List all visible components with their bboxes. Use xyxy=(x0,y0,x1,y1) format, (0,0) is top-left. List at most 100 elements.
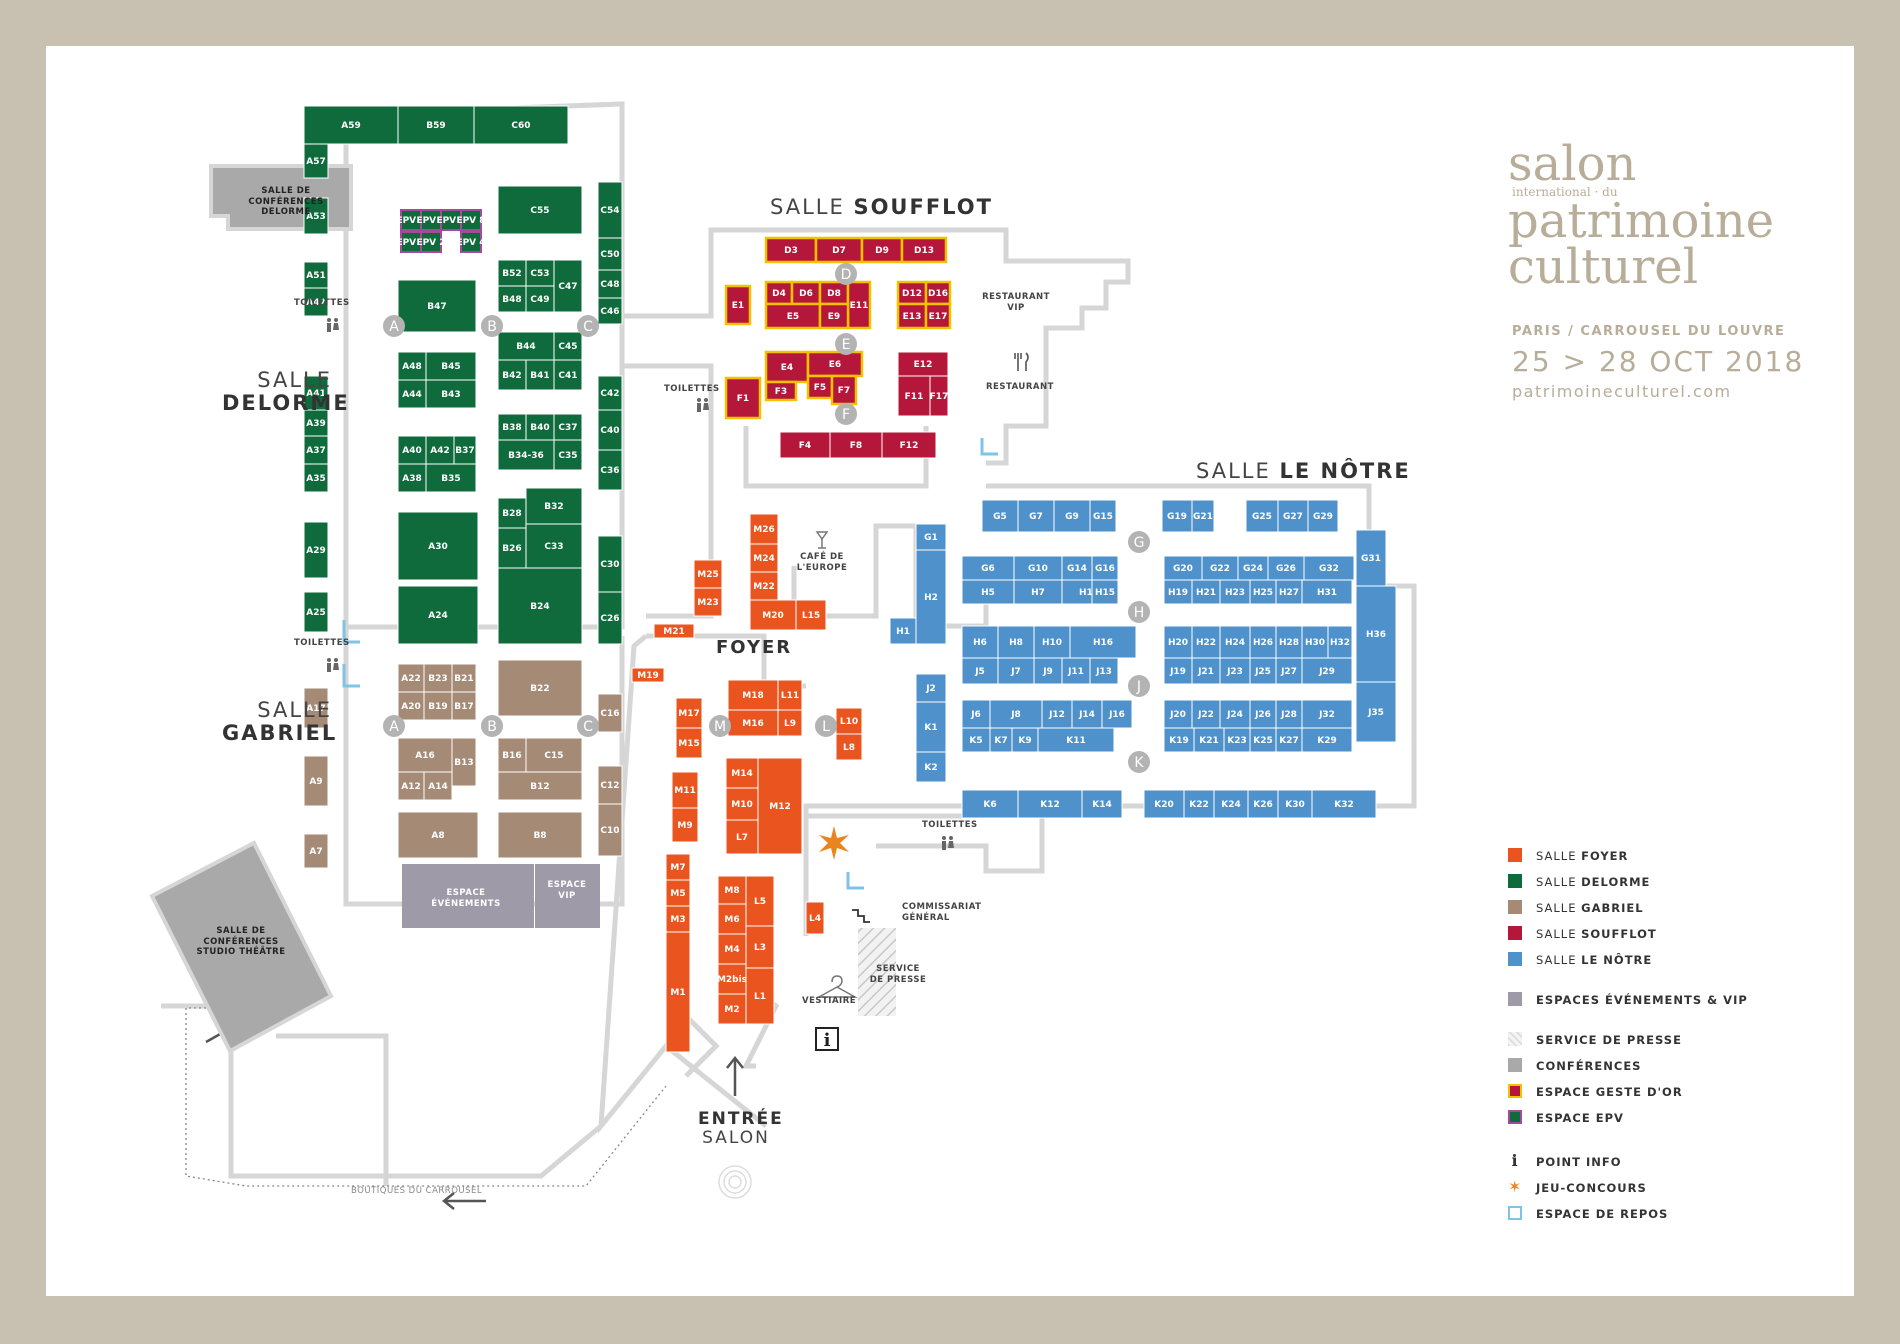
booth-d6[interactable]: D6 xyxy=(790,280,822,306)
booth-g7[interactable]: G7 xyxy=(1017,499,1055,533)
booth-rect[interactable] xyxy=(757,757,803,855)
booth-rect[interactable] xyxy=(961,625,999,659)
booth-a37[interactable]: A37 xyxy=(303,435,329,465)
booth-rect[interactable] xyxy=(1191,657,1221,685)
booth-rect[interactable] xyxy=(303,833,329,869)
booth-b44[interactable]: B44 xyxy=(497,331,555,361)
booth-rect[interactable] xyxy=(1163,699,1193,729)
booth-rect[interactable] xyxy=(451,663,477,693)
booth-l9[interactable]: L9 xyxy=(777,709,803,737)
booth-m9[interactable]: M9 xyxy=(671,807,699,843)
booth-rect[interactable] xyxy=(1191,499,1215,533)
booth-rect[interactable] xyxy=(497,771,583,801)
booth-c42[interactable]: C42 xyxy=(597,375,623,411)
booth-rect[interactable] xyxy=(303,755,329,807)
booth-m25[interactable]: M25 xyxy=(693,559,723,589)
booth-m4[interactable]: M4 xyxy=(717,933,747,965)
booth-a30[interactable]: A30 xyxy=(397,511,479,581)
booth-m24[interactable]: M24 xyxy=(749,543,779,573)
booth-rect[interactable] xyxy=(1191,699,1221,729)
booth-k5[interactable]: K5 xyxy=(961,727,991,753)
booth-e11[interactable]: E11 xyxy=(846,280,872,330)
booth-g27[interactable]: G27 xyxy=(1277,499,1309,533)
booth-rect[interactable] xyxy=(665,905,691,933)
booth-rect[interactable] xyxy=(997,625,1035,659)
booth-c47[interactable]: C47 xyxy=(553,259,583,313)
booth-g32[interactable]: G32 xyxy=(1303,555,1355,581)
booth-m15[interactable]: M15 xyxy=(675,727,703,759)
booth-b59[interactable]: B59 xyxy=(397,105,475,145)
booth-d9[interactable]: D9 xyxy=(860,236,904,264)
booth-rect[interactable] xyxy=(671,807,699,843)
booth-rect[interactable] xyxy=(1311,789,1377,819)
booth-rect[interactable] xyxy=(806,350,864,378)
booth-j25[interactable]: J25 xyxy=(1249,657,1277,685)
booth-l4[interactable]: L4 xyxy=(805,901,825,935)
booth-a44[interactable]: A44 xyxy=(397,379,427,409)
booth-g24[interactable]: G24 xyxy=(1237,555,1269,581)
jeu-concours-star-icon[interactable] xyxy=(819,826,849,860)
booth-b26[interactable]: B26 xyxy=(497,527,527,569)
booth-rect[interactable] xyxy=(745,967,775,1025)
booth-d8[interactable]: D8 xyxy=(818,280,850,306)
booth-rect[interactable] xyxy=(303,287,329,317)
booth-c12[interactable]: C12 xyxy=(597,765,623,805)
booth-rect[interactable] xyxy=(497,567,583,645)
booth-rect[interactable] xyxy=(1267,555,1305,581)
booth-h8[interactable]: H8 xyxy=(997,625,1035,659)
booth-m12[interactable]: M12 xyxy=(757,757,803,855)
booth-rect[interactable] xyxy=(525,737,583,773)
booth-g10[interactable]: G10 xyxy=(1013,555,1063,581)
booth-j22[interactable]: J22 xyxy=(1191,699,1221,729)
booth-e12[interactable]: E12 xyxy=(897,351,949,377)
booth-m5[interactable]: M5 xyxy=(665,879,691,907)
booth-rect[interactable] xyxy=(1301,699,1353,729)
booth-rect[interactable] xyxy=(497,259,527,287)
booth-rect[interactable] xyxy=(675,697,703,729)
booth-k9[interactable]: K9 xyxy=(1011,727,1039,753)
booth-k1[interactable]: K1 xyxy=(915,701,947,753)
booth-g19[interactable]: G19 xyxy=(1161,499,1193,533)
booth-rect[interactable] xyxy=(397,691,425,721)
booth-rect[interactable] xyxy=(525,487,583,525)
booth-j23[interactable]: J23 xyxy=(1219,657,1251,685)
booth-m19[interactable]: M19 xyxy=(631,667,665,683)
booth-rect[interactable] xyxy=(1249,699,1277,729)
booth-rect[interactable] xyxy=(1275,727,1303,753)
booth-e9[interactable]: E9 xyxy=(818,302,850,330)
booth-rect[interactable] xyxy=(997,657,1035,685)
booth-rect[interactable] xyxy=(665,853,691,881)
booth-epv-2[interactable]: EPV 2 xyxy=(416,231,446,253)
booth-g1[interactable]: G1 xyxy=(915,523,947,551)
service-presse-area[interactable] xyxy=(858,928,896,1016)
booth-rect[interactable] xyxy=(597,181,623,239)
booth-a39[interactable]: A39 xyxy=(303,409,329,437)
booth-a12[interactable]: A12 xyxy=(397,771,425,801)
booth-rect[interactable] xyxy=(961,657,999,685)
booth-rect[interactable] xyxy=(1101,699,1133,729)
booth-rect[interactable] xyxy=(553,331,583,361)
booth-m6[interactable]: M6 xyxy=(717,903,747,935)
booth-m14[interactable]: M14 xyxy=(725,757,759,789)
booth-a40[interactable]: A40 xyxy=(397,435,427,465)
booth-h32[interactable]: H32 xyxy=(1327,625,1353,659)
booth-rect[interactable] xyxy=(631,667,665,683)
booth-rect[interactable] xyxy=(473,105,569,145)
booth-h36[interactable]: H36 xyxy=(1355,585,1397,683)
booth-rect[interactable] xyxy=(881,431,937,459)
booth-rect[interactable] xyxy=(1327,625,1353,659)
booth-a25[interactable]: A25 xyxy=(303,591,329,633)
booth-rect[interactable] xyxy=(460,231,482,253)
booth-rect[interactable] xyxy=(420,231,442,253)
booth-m20[interactable]: M20 xyxy=(749,599,797,631)
booth-rect[interactable] xyxy=(525,285,555,313)
booth-rect[interactable] xyxy=(303,197,329,235)
booth-h25[interactable]: H25 xyxy=(1249,579,1277,605)
booth-rect[interactable] xyxy=(717,933,747,965)
booth-c36[interactable]: C36 xyxy=(597,449,623,491)
booth-a17[interactable]: A17 xyxy=(303,687,329,729)
booth-a29[interactable]: A29 xyxy=(303,521,329,579)
booth-rect[interactable] xyxy=(397,585,479,645)
booth-a20[interactable]: A20 xyxy=(397,691,425,721)
booth-a22[interactable]: A22 xyxy=(397,663,425,693)
